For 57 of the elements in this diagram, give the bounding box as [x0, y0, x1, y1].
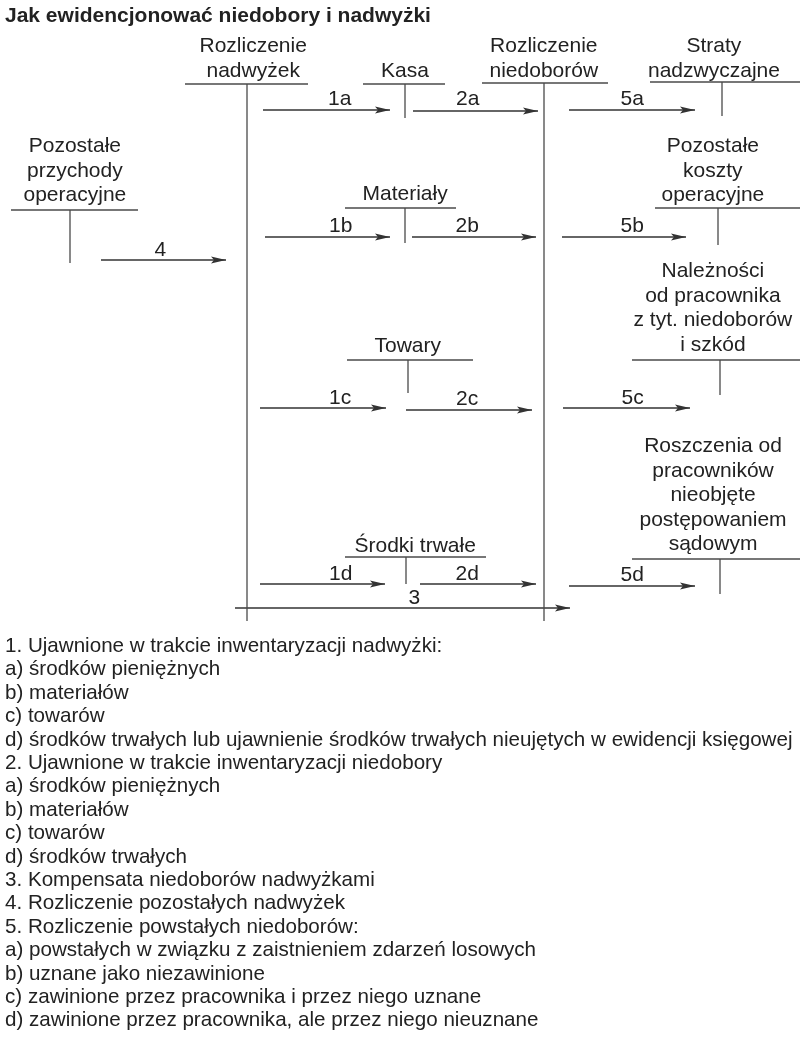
account-title: Należności od pracownika z tyt. niedoborów i szkód — [633, 258, 793, 356]
edge-label: 2b — [455, 213, 479, 235]
edge-label: 1d — [329, 561, 353, 583]
note-text: b) uznane jako niezawinione — [5, 960, 265, 984]
note-text: 4. Rozliczenie pozostałych nadwyżek — [5, 890, 345, 914]
note-text: 2. Ujawnione w trakcie inwentaryzacji niedobory — [5, 750, 443, 774]
arrow — [264, 233, 391, 241]
account-title: Materiały — [362, 181, 448, 206]
diagram-title: Jak ewidencjonować niedobory i nadwyżki — [5, 3, 431, 26]
note-text: 3. Kompensata niedoborów nadwyżkami — [5, 867, 375, 891]
account-title: Rozliczenie niedoborów — [489, 33, 599, 82]
account-title: Rozliczenie nadwyżek — [199, 33, 307, 82]
account-title: Towary — [374, 333, 442, 358]
edge-label: 3 — [408, 585, 421, 607]
account-title: Pozostałe koszty operacyjne — [661, 133, 765, 207]
note-text: d) zawinione przez pracownika, ale przez niego nieuznane — [5, 1007, 539, 1031]
edge-label: 2d — [455, 561, 479, 583]
note-text: c) zawinione przez pracownika i przez niego uznane — [5, 984, 482, 1008]
note-text: 5. Rozliczenie powstałych niedoborów: — [5, 913, 359, 938]
edge-label: 5d — [620, 562, 644, 584]
note-text: d) środków trwałych — [5, 843, 187, 867]
note-text: a) środków pieniężnych — [5, 656, 221, 680]
note-text: c) towarów — [5, 820, 105, 844]
account-title: Roszczenia od pracowników nieobjęte postępowaniem sądowym — [639, 433, 787, 556]
arrow — [405, 406, 533, 414]
note-text: b) materiałów — [5, 796, 129, 821]
arrow — [568, 582, 696, 590]
arrow — [259, 580, 386, 588]
edge-label: 5c — [621, 385, 644, 407]
note-text: d) środków trwałych lub ujawnienie środków trwałych nieujętych w ewidencji księgowej — [5, 726, 793, 750]
account-title: Kasa — [381, 58, 429, 83]
note-text: 1. Ujawnione w trakcie inwentaryzacji nadwyżki: — [5, 633, 443, 657]
edge-label: 1c — [329, 385, 352, 407]
note-text: b) materiałów — [5, 679, 129, 704]
arrow — [411, 233, 537, 241]
arrow — [568, 106, 696, 114]
arrow — [234, 604, 571, 612]
arrow — [259, 404, 387, 412]
note-text: a) środków pieniężnych — [5, 773, 221, 797]
arrow — [562, 404, 691, 412]
edge-label: 5a — [620, 86, 644, 108]
arrow — [412, 107, 539, 115]
edge-label: 2c — [456, 386, 479, 408]
edge-label: 4 — [154, 237, 167, 259]
note-text: a) powstałych w związku z zaistnieniem zdarzeń losowych — [5, 937, 537, 961]
edge-label: 2a — [456, 86, 480, 108]
note-text: c) towarów — [5, 703, 105, 727]
arrow — [561, 233, 687, 241]
account-title: Straty nadzwyczajne — [648, 33, 780, 82]
arrow — [262, 106, 391, 114]
account-title: Środki trwałe — [354, 533, 476, 558]
account-title: Pozostałe przychody operacyjne — [23, 133, 127, 207]
edge-label: 1b — [329, 213, 353, 235]
edge-label: 5b — [620, 213, 644, 235]
edge-label: 1a — [328, 86, 352, 108]
arrow — [419, 580, 537, 588]
arrow — [100, 256, 227, 264]
